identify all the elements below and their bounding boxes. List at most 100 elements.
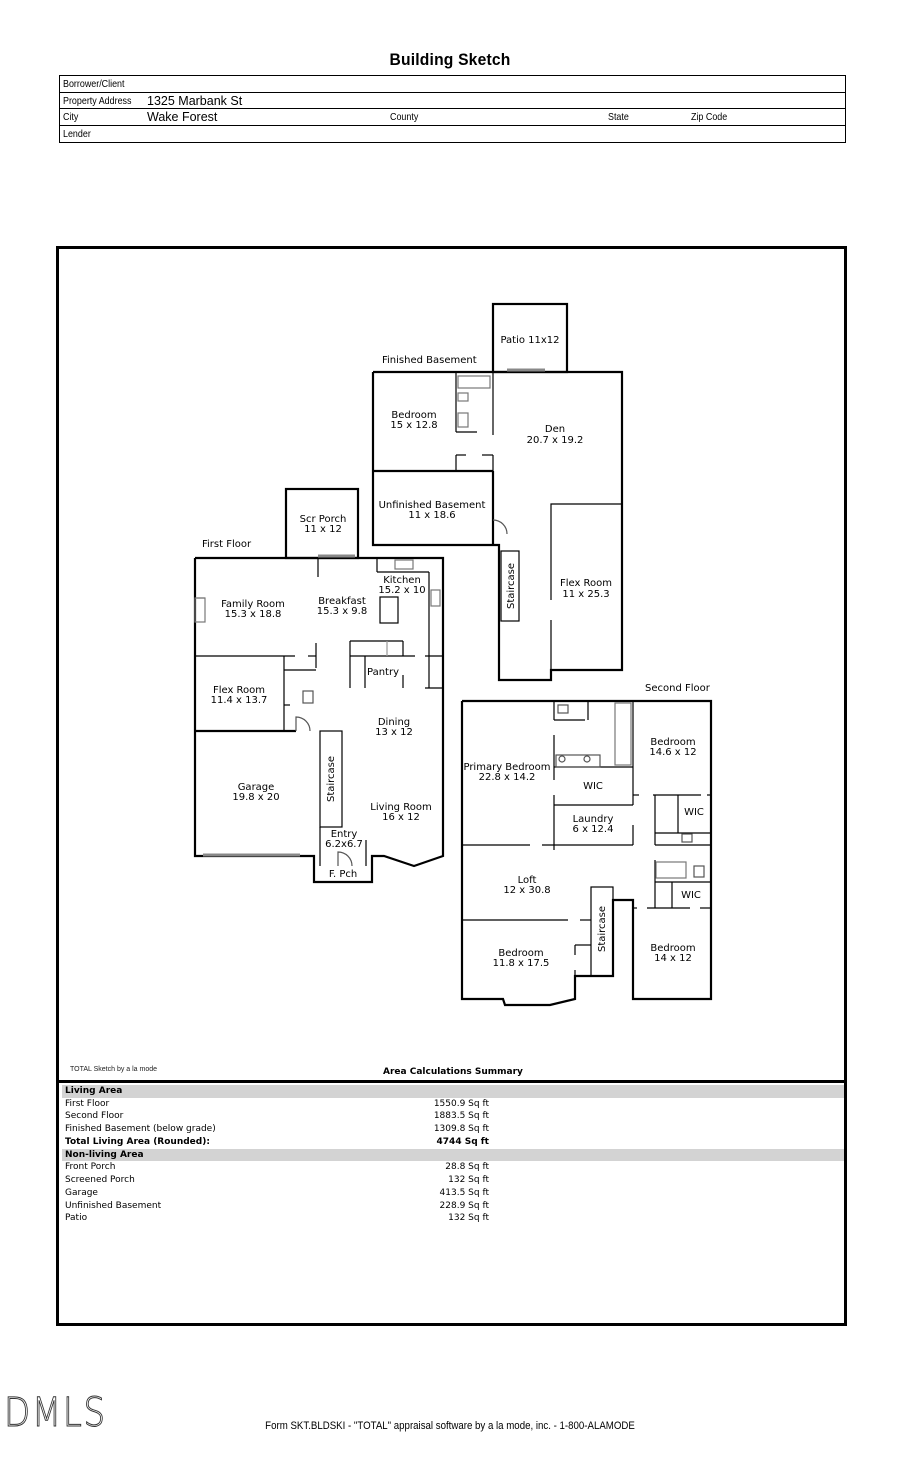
basement-bedroom-name: Bedroom bbox=[391, 410, 436, 421]
family-room-dims: 15.3 x 18.8 bbox=[225, 609, 282, 620]
footer-text: Form SKT.BLDSKI - "TOTAL" appraisal soft… bbox=[265, 1420, 635, 1432]
row-value: 413.5 Sq ft bbox=[439, 1187, 489, 1198]
summary-row: Patio 132 Sq ft bbox=[62, 1212, 844, 1225]
county-label: County bbox=[390, 111, 419, 123]
total-value: 4744 Sq ft bbox=[436, 1136, 489, 1147]
row-label: Screened Porch bbox=[65, 1174, 135, 1185]
pantry-name: Pantry bbox=[367, 667, 399, 678]
garage-name: Garage bbox=[238, 782, 275, 793]
row-label: Patio bbox=[65, 1213, 88, 1224]
zip-label: Zip Code bbox=[691, 111, 728, 123]
row-value: 1883.5 Sq ft bbox=[433, 1111, 489, 1122]
loft-dims: 12 x 30.8 bbox=[503, 885, 550, 896]
second-staircase-label: Staircase bbox=[597, 906, 608, 952]
primary-bedroom-name: Primary Bedroom bbox=[463, 762, 550, 773]
den-dims: 20.7 x 19.2 bbox=[527, 435, 584, 446]
living-room-dims: 16 x 12 bbox=[382, 812, 420, 823]
address-value: 1325 Marbank St bbox=[147, 93, 243, 108]
laundry-name: Laundry bbox=[573, 814, 614, 825]
row-label: Finished Basement (below grade) bbox=[65, 1124, 216, 1135]
total-label: Total Living Area (Rounded): bbox=[65, 1136, 210, 1147]
breakfast-dims: 15.3 x 9.8 bbox=[317, 606, 367, 617]
flex-room-dims: 11.4 x 13.7 bbox=[211, 695, 268, 706]
property-info-table: Borrower/Client Property Address 1325 Ma… bbox=[59, 75, 846, 143]
front-porch-name: F. Pch bbox=[329, 869, 357, 880]
borrower-label: Borrower/Client bbox=[63, 78, 125, 90]
second-floor-label: Second Floor bbox=[645, 683, 711, 694]
patio-name: Patio 11x12 bbox=[500, 335, 559, 346]
family-room-name: Family Room bbox=[221, 599, 285, 610]
area-summary: Living Area First Floor 1550.9 Sq ft Sec… bbox=[62, 1085, 844, 1225]
kitchen-name: Kitchen bbox=[383, 575, 421, 586]
entry-dims: 6.2x6.7 bbox=[325, 839, 363, 850]
dmls-watermark-logo: DMLS bbox=[4, 1390, 107, 1437]
summary-divider bbox=[56, 1080, 847, 1083]
kitchen-dims: 15.2 x 10 bbox=[378, 585, 425, 596]
row-value: 1309.8 Sq ft bbox=[433, 1124, 489, 1135]
basement-outline bbox=[371, 370, 624, 682]
borrower-row: Borrower/Client bbox=[60, 76, 845, 93]
scr-porch-dims: 11 x 12 bbox=[304, 524, 342, 535]
row-value: 28.8 Sq ft bbox=[445, 1162, 489, 1173]
summary-row: First Floor 1550.9 Sq ft bbox=[62, 1098, 844, 1111]
city-value: Wake Forest bbox=[147, 110, 218, 124]
row-label: Second Floor bbox=[65, 1111, 124, 1122]
lender-row: Lender bbox=[60, 126, 845, 143]
basement-flex-dims: 11 x 25.3 bbox=[562, 589, 609, 600]
basement-bedroom-dims: 15 x 12.8 bbox=[390, 420, 437, 431]
loft-name: Loft bbox=[518, 875, 537, 886]
finished-basement-label: Finished Basement bbox=[382, 355, 477, 366]
dining-name: Dining bbox=[378, 717, 410, 728]
first-floor-label: First Floor bbox=[202, 539, 252, 550]
wic-primary-label: WIC bbox=[583, 781, 603, 792]
living-area-heading: Living Area bbox=[62, 1085, 844, 1098]
scr-porch-name: Scr Porch bbox=[300, 514, 347, 525]
city-row: City Wake Forest County State Zip Code bbox=[60, 109, 845, 126]
row-value: 132 Sq ft bbox=[448, 1174, 489, 1185]
first-floor-outline bbox=[193, 556, 445, 884]
primary-bedroom-dims: 22.8 x 14.2 bbox=[479, 772, 536, 783]
living-room-name: Living Room bbox=[370, 802, 431, 813]
unfinished-basement-dims: 11 x 18.6 bbox=[408, 510, 455, 521]
bedroom-3-name: Bedroom bbox=[498, 948, 543, 959]
basement-staircase-label: Staircase bbox=[506, 563, 517, 609]
summary-row: Unfinished Basement 228.9 Sq ft bbox=[62, 1200, 844, 1213]
row-label: Front Porch bbox=[65, 1162, 116, 1173]
row-label: First Floor bbox=[65, 1098, 110, 1109]
row-value: 132 Sq ft bbox=[448, 1213, 489, 1224]
address-row: Property Address 1325 Marbank St bbox=[60, 93, 845, 109]
row-label: Unfinished Basement bbox=[65, 1200, 162, 1211]
row-value: 1550.9 Sq ft bbox=[433, 1098, 489, 1109]
basement-flex-name: Flex Room bbox=[560, 578, 612, 589]
dining-dims: 13 x 12 bbox=[375, 727, 413, 738]
row-label: Garage bbox=[65, 1187, 98, 1198]
bedroom-2-name: Bedroom bbox=[650, 737, 695, 748]
city-label: City bbox=[63, 111, 79, 123]
wic-2-label: WIC bbox=[684, 807, 704, 818]
state-label: State bbox=[608, 111, 629, 123]
breakfast-name: Breakfast bbox=[318, 596, 366, 607]
summary-row: Screened Porch 132 Sq ft bbox=[62, 1174, 844, 1187]
total-living-row: Total Living Area (Rounded): 4744 Sq ft bbox=[62, 1136, 844, 1149]
sketch-credit: TOTAL Sketch by a la mode bbox=[70, 1066, 158, 1073]
lender-label: Lender bbox=[63, 127, 91, 140]
address-label: Property Address bbox=[63, 94, 132, 107]
first-staircase-label: Staircase bbox=[326, 756, 337, 802]
summary-title: Area Calculations Summary bbox=[383, 1067, 523, 1077]
summary-row: Second Floor 1883.5 Sq ft bbox=[62, 1110, 844, 1123]
unfinished-basement-name: Unfinished Basement bbox=[379, 500, 486, 511]
summary-row: Front Porch 28.8 Sq ft bbox=[62, 1161, 844, 1174]
flex-room-name: Flex Room bbox=[213, 685, 265, 696]
bedroom-3-dims: 11.8 x 17.5 bbox=[493, 958, 550, 969]
summary-row: Finished Basement (below grade) 1309.8 S… bbox=[62, 1123, 844, 1136]
row-value: 228.9 Sq ft bbox=[439, 1200, 489, 1211]
page-title: Building Sketch bbox=[389, 50, 511, 69]
laundry-dims: 6 x 12.4 bbox=[573, 824, 614, 835]
wic-3-label: WIC bbox=[681, 890, 701, 901]
non-living-area-heading: Non-living Area bbox=[62, 1148, 844, 1162]
den-name: Den bbox=[545, 424, 565, 435]
bedroom-4-dims: 14 x 12 bbox=[654, 953, 692, 964]
summary-row: Garage 413.5 Sq ft bbox=[62, 1187, 844, 1200]
garage-dims: 19.8 x 20 bbox=[232, 792, 279, 803]
